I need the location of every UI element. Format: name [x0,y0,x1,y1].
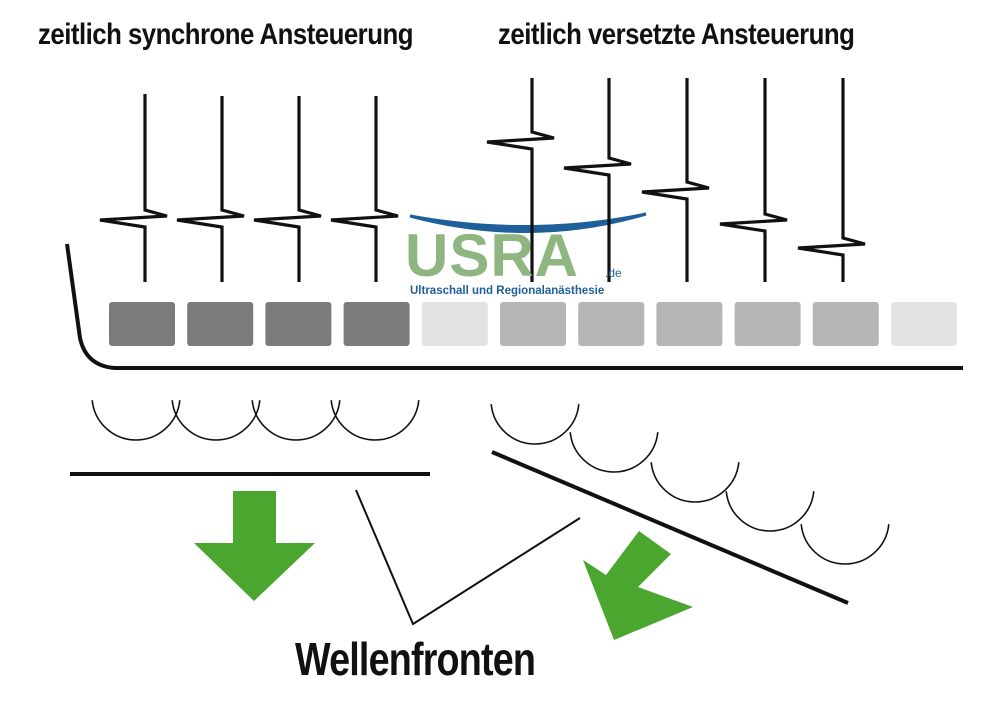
excitation-pulse [176,96,245,282]
excitation-pulses [99,78,866,282]
transducer-element [578,302,645,346]
wavelet-delayed [569,432,659,473]
transducer-housing [65,243,963,370]
transducer-element [734,302,801,346]
transducer-element [656,302,723,346]
transducer-element [187,302,254,346]
arrow-down-icon [194,491,315,601]
title-delayed: zeitlich versetzte Ansteuerung [498,18,855,51]
wavelet-delayed [650,462,740,503]
excitation-pulse [486,78,555,282]
logo-subtitle: Ultraschall und Regionalanästhesie [410,285,605,297]
logo-tld: .de [605,266,622,280]
wavelet-synchronous [171,400,261,441]
wavelet-delayed [725,491,815,532]
arrow-diagonal-icon [583,531,693,640]
transducer-elements [109,302,957,346]
transducer-element [343,302,410,346]
excitation-pulse [99,94,168,282]
wavelet-delayed [490,404,580,445]
excitation-pulse [563,78,632,282]
transducer-element [265,302,332,346]
wavelets [91,400,890,565]
excitation-pulse [253,96,322,282]
transducer-element [812,302,879,346]
logo-swoosh [409,212,647,233]
excitation-pulse [641,78,710,282]
excitation-pulse [719,78,788,282]
transducer-element [500,302,566,346]
caption-wavefronts: Wellenfronten [295,633,536,685]
wavelet-synchronous [330,400,420,441]
wavelet-delayed [800,524,890,565]
transducer-element [421,302,488,346]
wavelet-synchronous [251,400,341,441]
excitation-pulse [330,96,399,282]
wavelet-synchronous [91,400,181,441]
logo-wordmark: USRA [405,222,580,289]
caption-pointer [355,489,581,626]
transducer-element [891,302,957,346]
transducer-element [109,302,175,346]
title-synchronous: zeitlich synchrone Ansteuerung [38,18,413,51]
wavefront-delayed [491,450,849,605]
excitation-pulse [797,78,866,282]
